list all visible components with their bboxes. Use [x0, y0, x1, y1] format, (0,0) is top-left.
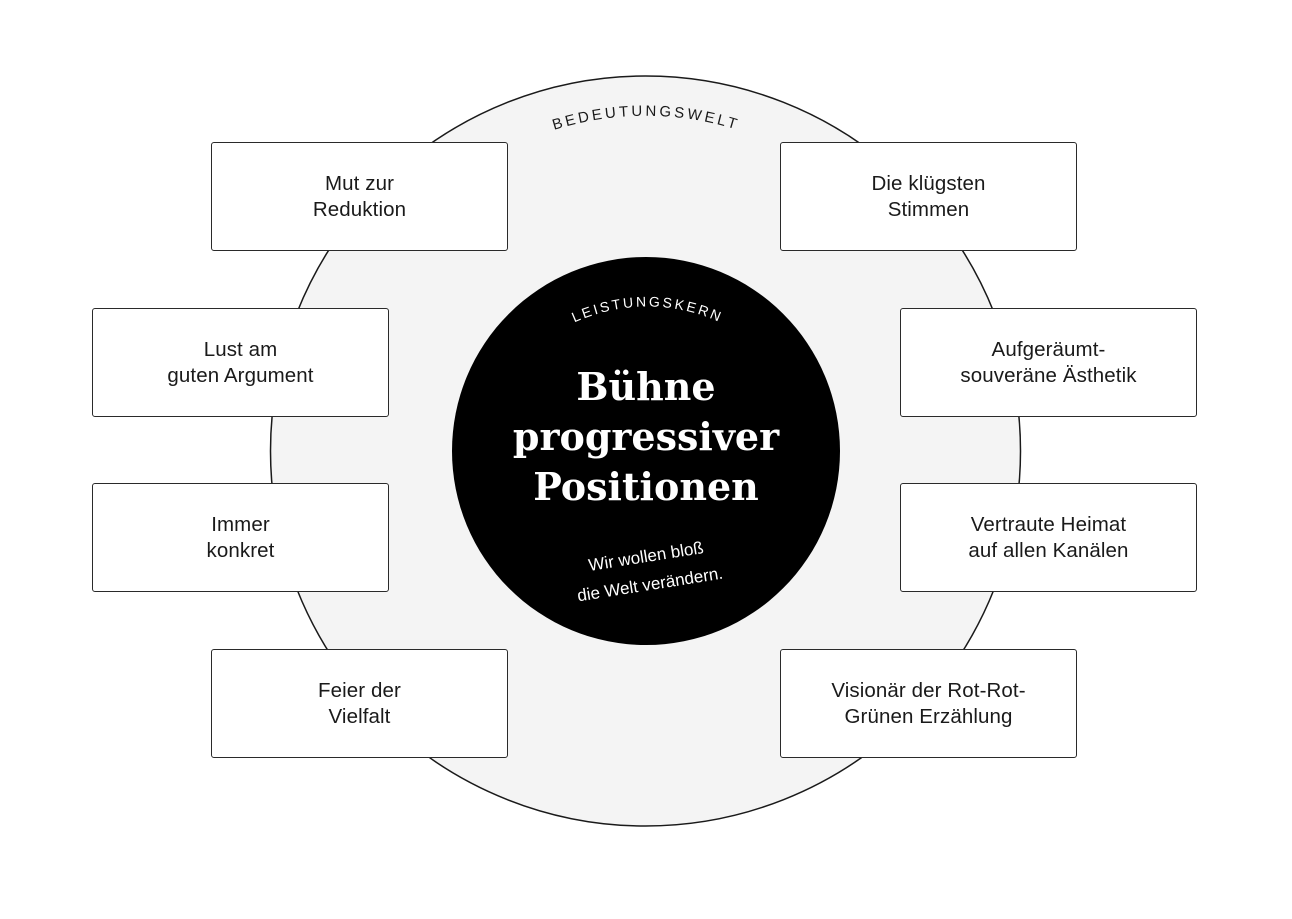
- core-title: Bühne progressiver Positionen: [512, 364, 780, 509]
- value-label: Feier der Vielfalt: [318, 678, 401, 728]
- value-label: Lust am guten Argument: [167, 337, 314, 387]
- value-label: Die klügsten Stimmen: [871, 171, 986, 221]
- value-box: Feier der Vielfalt: [211, 649, 508, 758]
- value-box: Visionär der Rot-Rot- Grünen Erzählung: [780, 649, 1077, 758]
- value-label: Mut zur Reduktion: [312, 171, 407, 221]
- value-box: Vertraute Heimat auf allen Kanälen: [900, 483, 1197, 592]
- value-box: Aufgeräumt- souveräne Ästhetik: [900, 308, 1197, 417]
- value-label: Vertraute Heimat auf allen Kanälen: [968, 512, 1129, 562]
- value-label: Immer konkret: [206, 512, 275, 562]
- core-circle: [452, 257, 840, 645]
- value-box: Lust am guten Argument: [92, 308, 389, 417]
- value-box: Die klügsten Stimmen: [780, 142, 1077, 251]
- value-box: Immer konkret: [92, 483, 389, 592]
- value-label: Aufgeräumt- souveräne Ästhetik: [960, 337, 1137, 387]
- value-label: Visionär der Rot-Rot- Grünen Erzählung: [831, 678, 1026, 728]
- value-box: Mut zur Reduktion: [211, 142, 508, 251]
